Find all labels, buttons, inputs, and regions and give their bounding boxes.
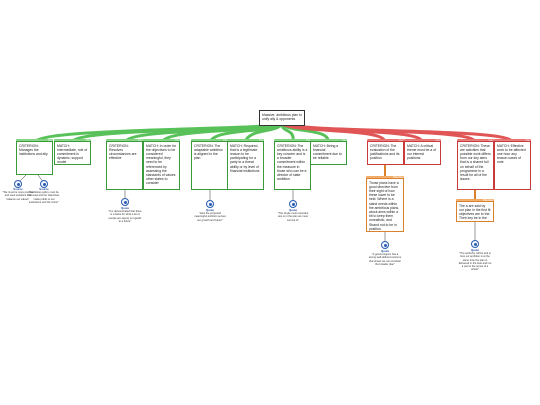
argument-box-9[interactable]: CRITERION: The evaluation of the justifi… [367, 141, 404, 165]
argument-box-12[interactable]: MATCH: Effective work to be affected one… [494, 141, 531, 190]
root-claim[interactable]: Massive, ambitious plan to unify ally & … [259, 110, 305, 126]
argument-box-5[interactable]: CRITERION: The adaptable ambition is ali… [191, 141, 228, 190]
argument-box-6[interactable]: MATCH: Required, that is a legitimate re… [227, 141, 264, 190]
quote-icon[interactable] [40, 180, 48, 188]
quote-6: Quote"A good program has a strong well-d… [368, 249, 402, 266]
argument-box-3[interactable]: CRITERION: Resolves circumstances are ef… [106, 141, 143, 190]
argument-box-1[interactable]: CRITERION: Manages the institutions and … [16, 141, 53, 175]
quote-2: Source"Ambitious policy must be focused … [28, 187, 60, 204]
argument-box-2[interactable]: MATCH: Intermediate, role of commitment … [54, 141, 91, 165]
quote-7: Quote"The authority will be and is how o… [458, 248, 492, 272]
quote-5: Quote"The single most important test is … [277, 208, 309, 222]
argument-box-10[interactable]: MATCH: A critical theme must be a of our… [404, 141, 441, 165]
argument-box-11[interactable]: CRITERION: These are activities that pos… [457, 141, 494, 190]
objection-box-1[interactable]: Those plans have a good directive from t… [366, 178, 404, 232]
objection-box-2[interactable]: The a are said by our plan in the first … [456, 201, 494, 222]
argument-box-4[interactable]: MATCH: In order for the objectives to be… [143, 141, 180, 190]
quote-icon[interactable] [381, 241, 389, 249]
quote-icon[interactable] [14, 180, 22, 188]
quote-3: Quote"It is demonstrated that there is a… [108, 206, 142, 223]
quote-icon[interactable] [471, 240, 479, 248]
argument-box-8[interactable]: MATCH: Being a financial commitment due … [310, 141, 347, 165]
root-claim-text: Massive, ambitious plan to unify ally & … [262, 112, 302, 121]
quote-icon[interactable] [206, 200, 214, 208]
quote-4: Quote"How the proposed meaningful ambiti… [194, 208, 226, 222]
quote-1: Source"We must be more positive and seek… [2, 187, 34, 201]
quote-icon[interactable] [121, 198, 129, 206]
argument-box-7[interactable]: CRITERION: The ambitious ability is a ke… [274, 141, 311, 190]
quote-icon[interactable] [289, 200, 297, 208]
